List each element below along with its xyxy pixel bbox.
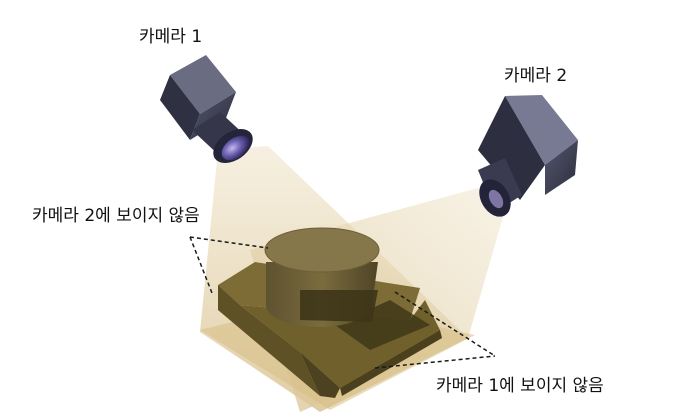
leader-line-camera2-left: [189, 236, 213, 294]
camera-2-icon: [478, 95, 578, 217]
leader-line-camera2-top: [189, 236, 269, 249]
leader-line-camera1-top: [394, 291, 496, 357]
leader-lines: [189, 236, 496, 369]
camera-1-label: 카메라 1: [139, 27, 203, 47]
object-cylinder: [264, 227, 380, 327]
leader-line-camera1-bottom: [374, 355, 496, 369]
camera-1-icon: [160, 55, 253, 164]
camera-2-label: 카메라 2: [504, 66, 568, 86]
hidden-from-camera-1-label: 카메라 1에 보이지 않음: [436, 376, 604, 396]
hidden-from-camera-2-label: 카메라 2에 보이지 않음: [32, 206, 200, 226]
